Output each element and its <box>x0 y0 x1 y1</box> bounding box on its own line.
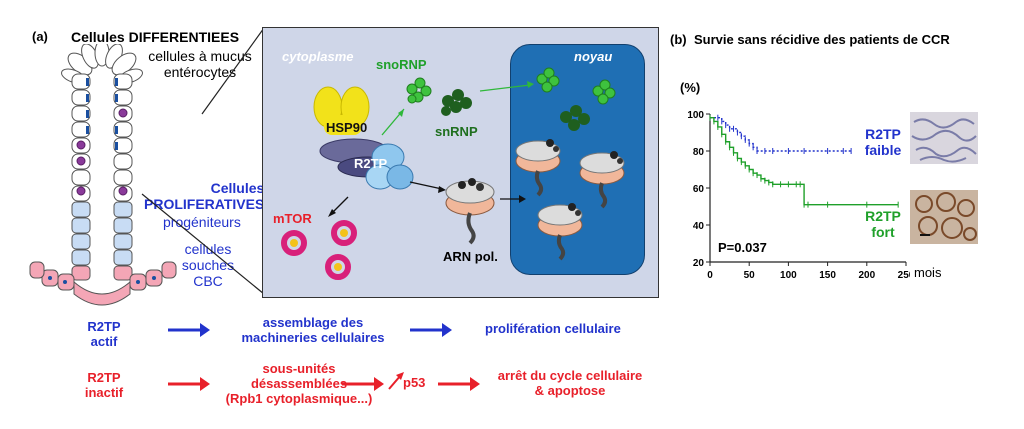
y-axis-label: (%) <box>680 80 701 95</box>
panel-a-label: (a) <box>32 29 48 44</box>
cell-machinery-diagram <box>281 67 625 280</box>
cytoplasm-label: cytoplasme <box>282 49 354 64</box>
inactive-arrow-3 <box>438 377 480 391</box>
active-arrow-2 <box>410 323 452 337</box>
snrnp-label: snRNP <box>435 124 478 139</box>
x-axis-label: mois <box>914 265 942 280</box>
chart-title: Survie sans récidive des patients de CCR <box>694 32 950 47</box>
rna-pol-label: ARN pol. <box>443 249 498 264</box>
series-low-line <box>710 117 852 152</box>
nucleus-label: noyau <box>574 49 613 64</box>
inactive-arrow-2 <box>342 377 384 391</box>
x-tick-label: 200 <box>858 270 875 281</box>
mtor-label: mTOR <box>273 211 312 226</box>
histology-high-image <box>910 190 978 244</box>
p53-label: p53 <box>403 375 426 390</box>
y-tick-label: 80 <box>693 147 705 158</box>
snornp-label: snoRNP <box>376 57 427 72</box>
x-tick-label: 250 <box>898 270 910 281</box>
y-tick-label: 60 <box>693 184 705 195</box>
zoom-lines <box>141 27 265 295</box>
r2tp-complex-label: R2TP <box>354 156 388 171</box>
active-arrow-1 <box>168 323 210 337</box>
arrest-label: arrêt du cycle cellulaire& apoptose <box>497 368 643 398</box>
y-tick-label: 100 <box>687 110 704 121</box>
p-value-label: P=0.037 <box>718 240 767 255</box>
progenitors-label: progéniteurs <box>163 214 241 230</box>
histology-low-image <box>910 112 978 164</box>
survival-chart: 20 40 60 80 100 0 50 100 150 200 250 <box>687 110 910 281</box>
x-tick-label: 100 <box>780 270 797 281</box>
panel-b-label: (b) <box>670 32 687 47</box>
up-arrow-icon <box>388 372 404 390</box>
proliferation-label: prolifération cellulaire <box>485 321 621 336</box>
y-tick-label: 40 <box>693 221 705 232</box>
proliferative-title: Cellules PROLIFERATIVES <box>144 180 265 213</box>
hsp90-label: HSP90 <box>326 120 368 135</box>
x-tick-label: 50 <box>744 270 756 281</box>
differentiated-title: Cellules DIFFERENTIEES <box>71 29 240 45</box>
x-tick-label: 150 <box>819 270 836 281</box>
y-tick-label: 20 <box>693 258 705 269</box>
x-tick-label: 0 <box>707 270 713 281</box>
intestinal-crypt-diagram <box>29 44 177 306</box>
inactive-arrow-1 <box>168 377 210 391</box>
